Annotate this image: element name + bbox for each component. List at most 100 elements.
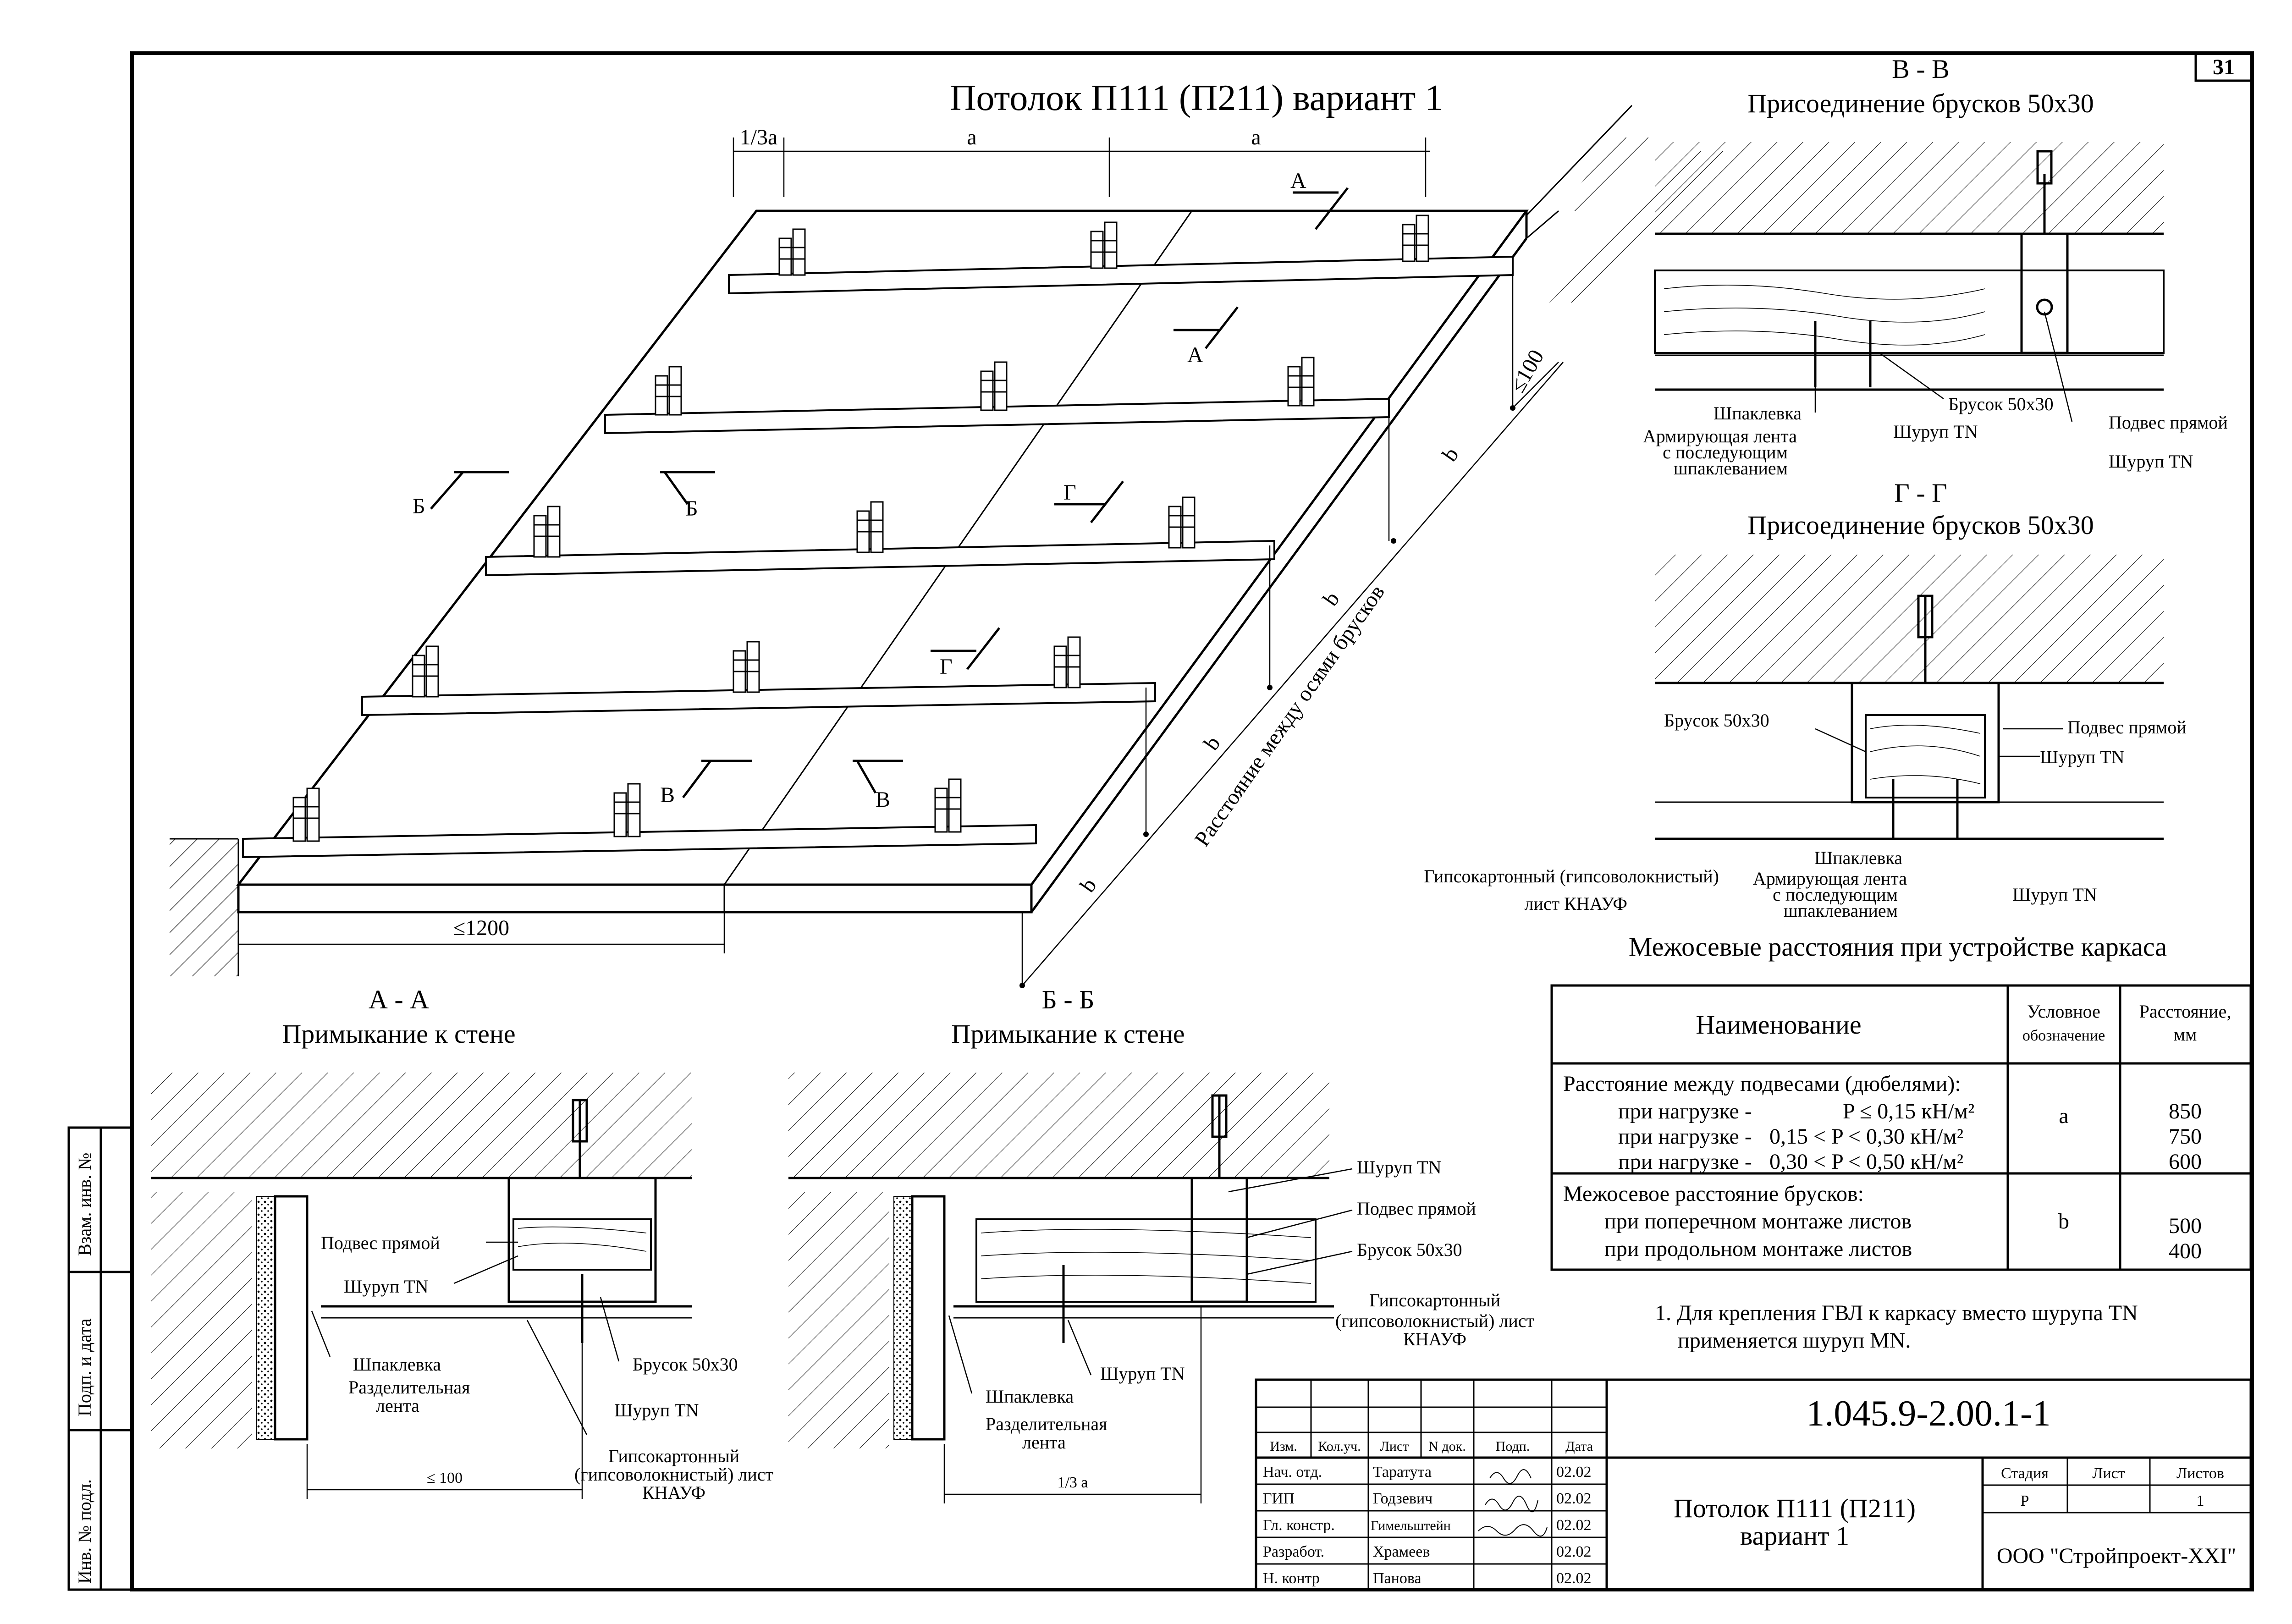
cut-g-1: Г	[1063, 480, 1076, 505]
gg-podves: Подвес прямой	[2067, 717, 2187, 738]
top-dimensions: 1/3a a a	[733, 125, 1430, 197]
cut-v-1: В	[660, 783, 675, 807]
tb-r5-date: 02.02	[1556, 1570, 1592, 1587]
batten-3	[485, 539, 1275, 577]
gg-shurup2: Шуруп TN	[2012, 884, 2097, 905]
group2-row1-label: при поперечном монтаже листов	[1604, 1209, 1912, 1233]
table-header-distance-2: мм	[2174, 1024, 2197, 1045]
tb-r4-name: Храмеев	[1373, 1543, 1430, 1560]
table-header-name: Наименование	[1696, 1010, 1861, 1040]
table-header-distance-1: Расстояние,	[2139, 1001, 2231, 1022]
section-bb-subtitle: Примыкание к стене	[951, 1019, 1185, 1049]
table-header-symbol-1: Условное	[2027, 1001, 2100, 1022]
group1-value2: 750	[2169, 1124, 2202, 1149]
gg-gkl-1: Гипсокартонный (гипсоволокнистый)	[1424, 866, 1719, 886]
batten-spacing-label: Расстояние между осями брусков	[1190, 580, 1389, 851]
gg-tape-1: Армирующая лента	[1753, 868, 1907, 889]
vv-shurup: Шуруп TN	[1893, 421, 1978, 442]
vv-tape-2: с последующим	[1663, 442, 1788, 462]
bb-tape-2: лента	[1022, 1432, 1066, 1453]
section-vv: В - В Присоединение брусков 50х30 Шпакле…	[1643, 54, 2228, 479]
gg-tape-3: шпаклеванием	[1784, 900, 1898, 921]
tb-doc-title-1: Потолок П111 (П211)	[1674, 1493, 1916, 1523]
aa-gkl-3: КНАУФ	[642, 1482, 705, 1503]
cut-markers: А А Б Б Г Г В В	[413, 169, 1349, 812]
tb-h-kol: Кол.уч.	[1318, 1439, 1361, 1454]
vv-tape-3: шпаклеванием	[1674, 458, 1788, 479]
tb-r2-name: Годзевич	[1373, 1490, 1432, 1507]
sheet-number: 31	[2213, 55, 2235, 79]
vv-shpaklevka: Шпаклевка	[1713, 403, 1802, 424]
aa-dim: ≤ 100	[427, 1470, 463, 1486]
bb-shurup-top: Шуруп TN	[1357, 1157, 1442, 1178]
bb-dim: 1/3 а	[1057, 1474, 1088, 1491]
tb-r3-name: Гимельштейн	[1371, 1518, 1451, 1533]
tb-r3-role: Гл. констр.	[1263, 1517, 1335, 1534]
cut-a-1: А	[1290, 169, 1306, 193]
tb-r2-date: 02.02	[1556, 1490, 1592, 1507]
section-aa: А - А Примыкание к стене Подвес прямой Ш…	[151, 985, 773, 1503]
tb-r4-role: Разработ.	[1263, 1543, 1324, 1560]
sheet-frame: 31	[130, 51, 2254, 1591]
tb-r1-date: 02.02	[1556, 1464, 1592, 1481]
aa-brusok: Брусок 50х30	[633, 1354, 738, 1375]
bb-brusok: Брусок 50х30	[1357, 1239, 1462, 1260]
gg-gkl-2: лист КНАУФ	[1525, 893, 1628, 914]
spacing-table: Межосевые расстояния при устройстве карк…	[1550, 932, 2252, 1271]
aa-shurup: Шуруп TN	[344, 1276, 429, 1297]
note-line-1: 1. Для крепления ГВЛ к каркасу вместо шу…	[1655, 1301, 2138, 1325]
group2-symbol: b	[2058, 1209, 2069, 1233]
batten-5	[242, 824, 1037, 859]
note: 1. Для крепления ГВЛ к каркасу вместо шу…	[1655, 1301, 2138, 1353]
table-header-symbol-2: обозначение	[2022, 1027, 2105, 1044]
title-block: Изм. Кол.уч. Лист N док. Подп. Дата Нач.…	[1255, 1378, 2252, 1591]
group1-row1-label: при нагрузке -	[1618, 1099, 1752, 1123]
group1-value1: 850	[2169, 1099, 2202, 1123]
group2-value1: 500	[2169, 1214, 2202, 1238]
section-bb: Б - Б Примыкание к стене Шуруп TN Подвес…	[788, 985, 1534, 1503]
bottom-dimension: ≤1200	[237, 912, 725, 953]
tb-list-h: Лист	[2092, 1465, 2125, 1482]
group2-row2-label: при продольном монтаже листов	[1604, 1237, 1912, 1261]
aa-tape-1: Разделительная	[348, 1377, 470, 1398]
aa-shpaklevka: Шпаклевка	[353, 1354, 441, 1375]
section-bb-title: Б - Б	[1042, 985, 1095, 1014]
tb-r3-date: 02.02	[1556, 1517, 1592, 1534]
tb-h-data: Дата	[1565, 1439, 1593, 1454]
tb-org: ООО "Стройпроект-XXI"	[1997, 1544, 2236, 1568]
tb-r5-role: Н. контр	[1263, 1570, 1320, 1587]
tb-r1-role: Нач. отд.	[1263, 1464, 1322, 1481]
note-line-2: применяется шуруп MN.	[1678, 1328, 1911, 1353]
gg-brusok: Брусок 50х30	[1664, 710, 1769, 731]
group1-head: Расстояние между подвесами (дюбелями):	[1563, 1072, 1961, 1096]
tb-h-izm: Изм.	[1270, 1439, 1297, 1454]
stamp-podp: Подп. и дата	[74, 1318, 95, 1416]
aa-tape-2: лента	[376, 1395, 419, 1416]
cut-g-2: Г	[940, 655, 953, 679]
main-title: Потолок П111 (П211) вариант 1	[950, 78, 1444, 118]
cut-b-1: Б	[413, 494, 425, 518]
aa-gkl-2: (гипсоволокнистый) лист	[574, 1464, 773, 1485]
tb-doc-title-2: вариант 1	[1740, 1521, 1849, 1551]
section-gg: Г - Г Присоединение брусков 50х30 Брусок…	[1424, 478, 2186, 921]
cut-a-2: А	[1187, 343, 1203, 367]
tb-r2-role: ГИП	[1263, 1490, 1295, 1507]
batten-4	[361, 682, 1156, 716]
dim-le1200: ≤1200	[453, 916, 509, 940]
tb-r4-date: 02.02	[1556, 1543, 1592, 1560]
group1-row1-cond: P ≤ 0,15 кН/м²	[1843, 1099, 1974, 1123]
bb-shurup: Шуруп TN	[1100, 1363, 1185, 1384]
bb-gkl-2: (гипсоволокнистый) лист	[1335, 1310, 1534, 1331]
section-gg-title: Г - Г	[1894, 478, 1947, 508]
tb-stage-h: Стадия	[2001, 1465, 2049, 1482]
tb-h-list: Лист	[1380, 1439, 1409, 1454]
dim-a-1: a	[967, 125, 976, 149]
bb-gkl-1: Гипсокартонный	[1369, 1290, 1500, 1310]
group1-row2-cond: 0,15 < P < 0,30 кН/м²	[1769, 1124, 1963, 1149]
cut-v-2: В	[876, 787, 890, 812]
gg-tape-2: с последующим	[1773, 884, 1898, 905]
group2-value2: 400	[2169, 1239, 2202, 1263]
tb-listov-v: 1	[2197, 1492, 2204, 1509]
isometric-ceiling-view: Потолок П111 (П211) вариант 1	[170, 78, 1724, 988]
